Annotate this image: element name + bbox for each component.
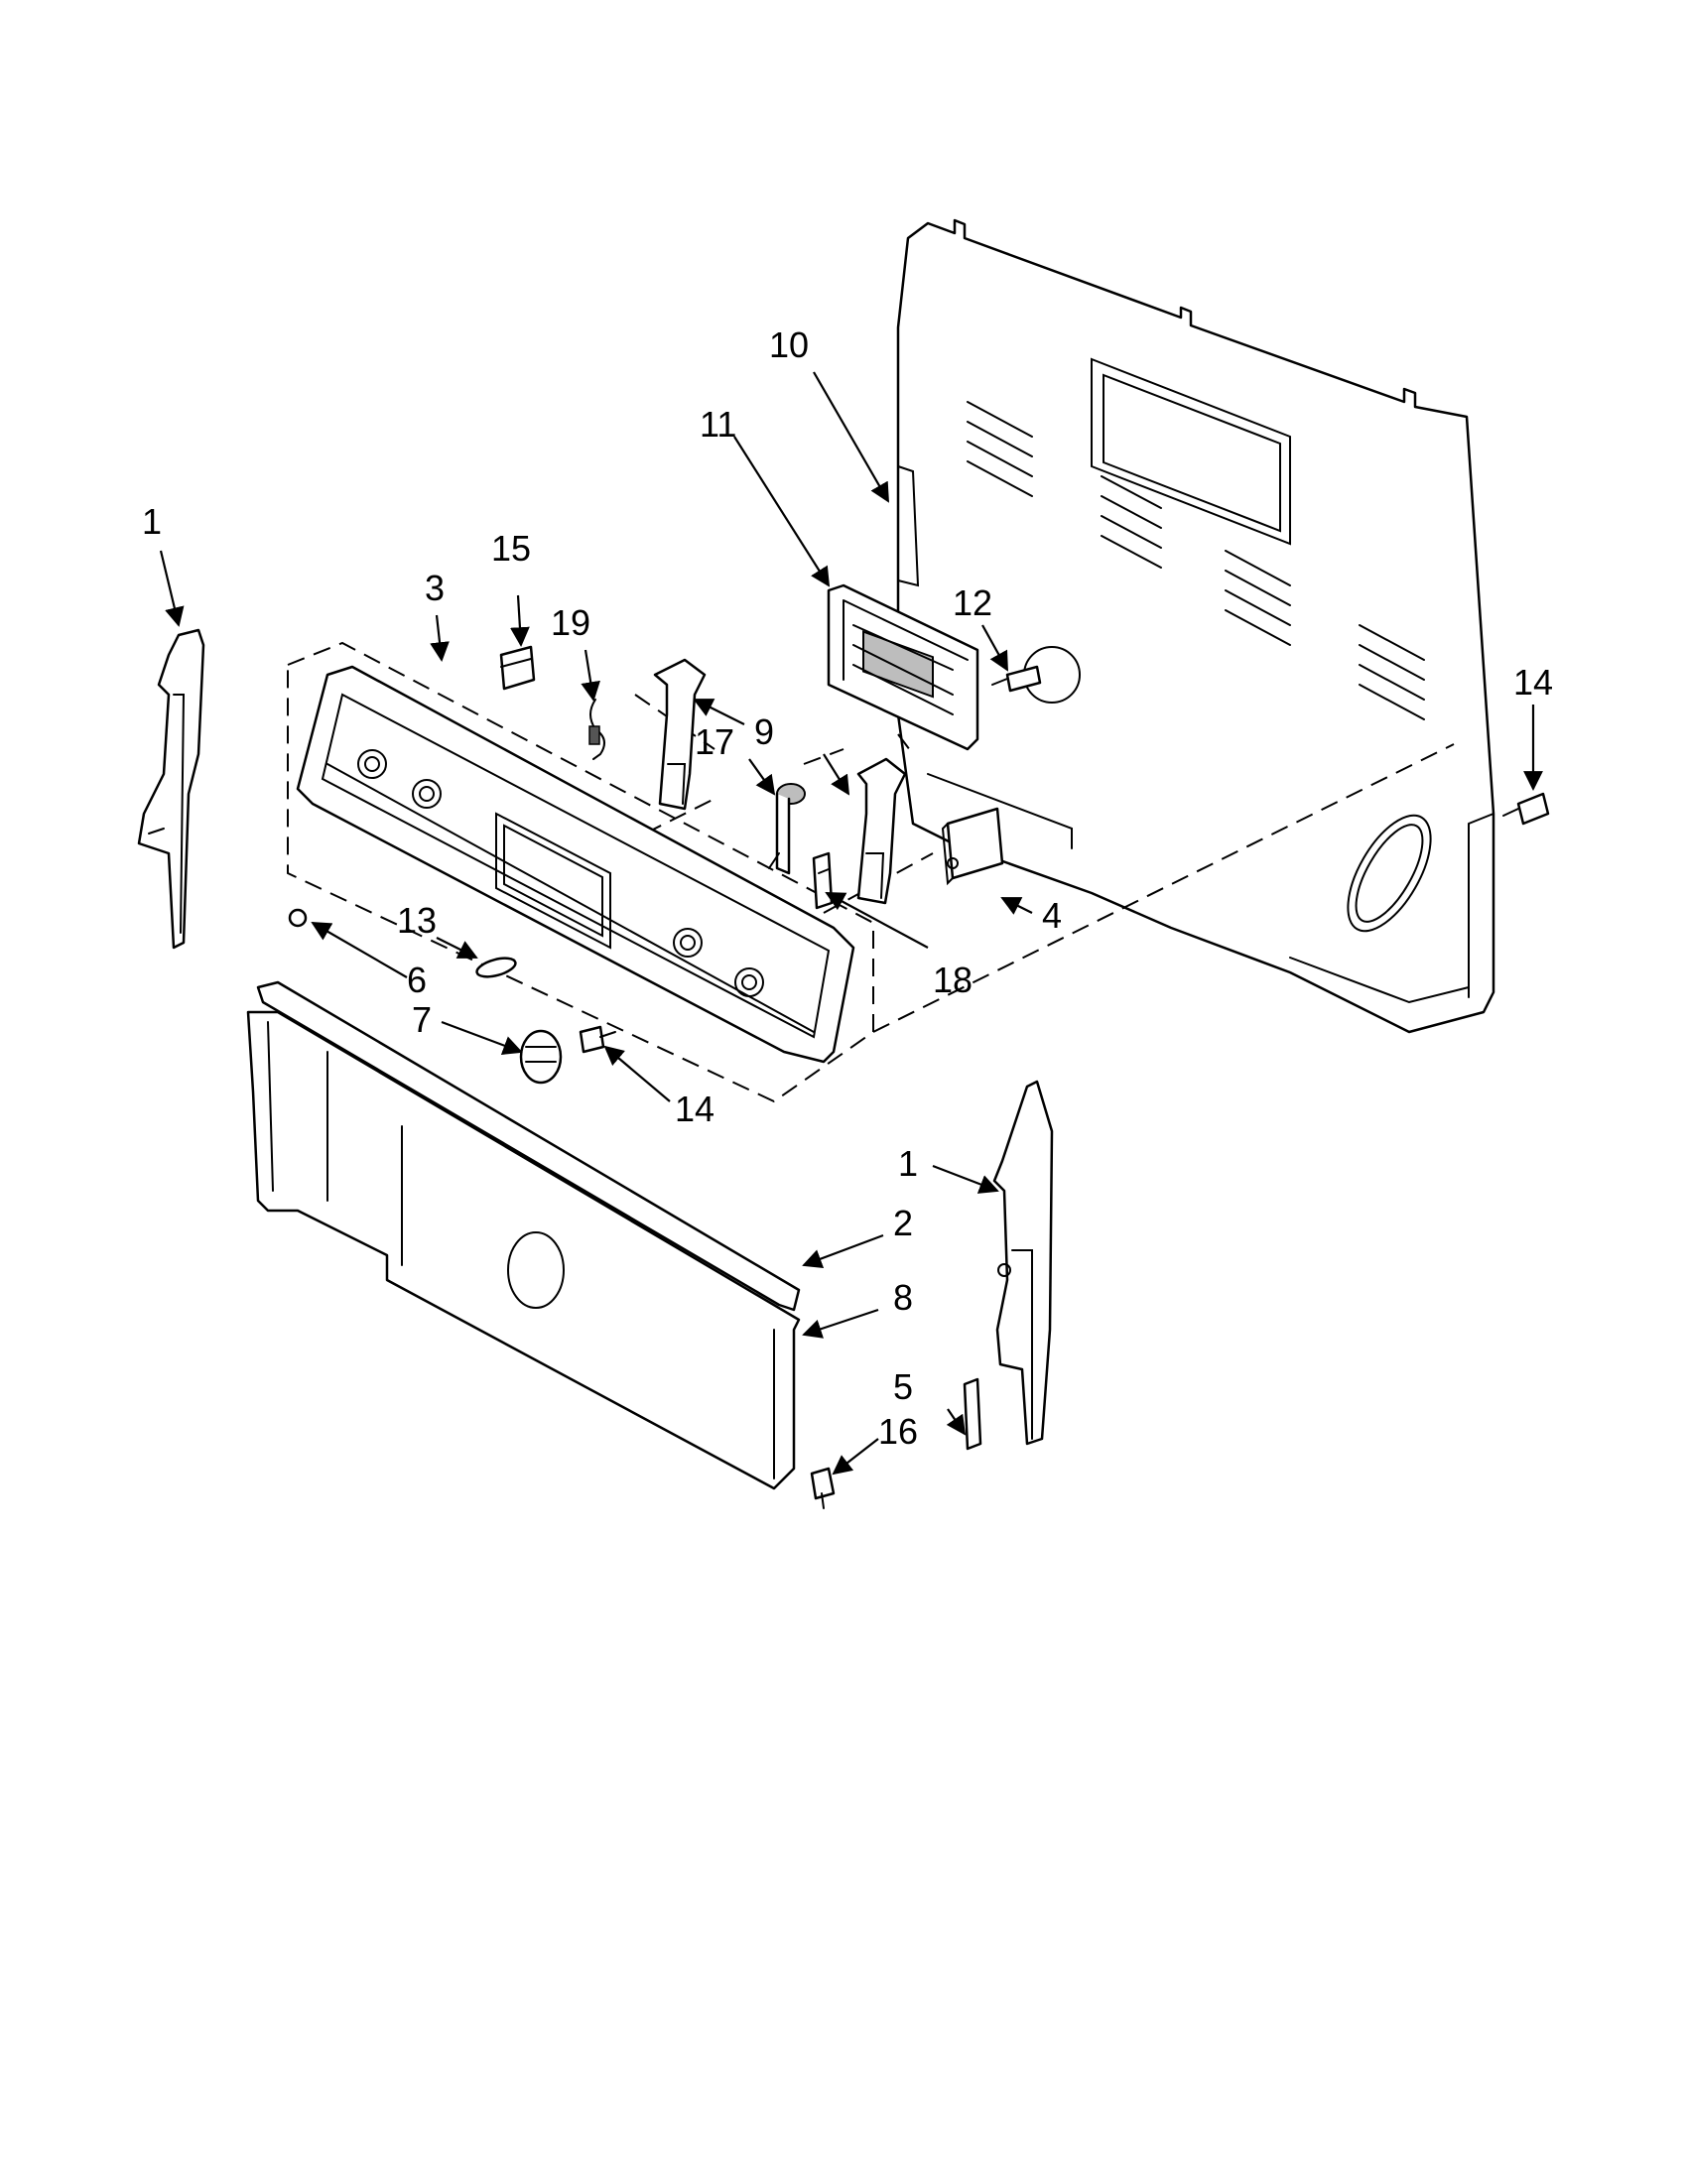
callout-9: 9 [754,711,774,752]
lens-13 [475,957,517,978]
vent-slots-3 [1225,550,1291,646]
knob-hole-2 [412,779,442,809]
callout-11: 11 [700,404,736,445]
knob-7 [519,1029,563,1085]
callout-16: 16 [878,1411,918,1452]
callout-1-left: 1 [142,501,162,542]
callout-8: 8 [893,1277,913,1318]
callout-7: 7 [412,999,432,1040]
overlay-15 [499,645,536,691]
vent-slots-2 [1101,475,1162,569]
leader-dash-6 [897,733,914,755]
callout-4: 4 [1042,895,1062,936]
trim-piece-9-right [856,757,907,905]
assembly-outline [287,641,874,1103]
screw-16 [810,1467,836,1509]
callout-14-right: 14 [1513,662,1553,703]
callout-3: 3 [425,568,445,608]
screw-14-front [579,1025,616,1054]
trim-piece-9-left [653,658,707,811]
screw-14-right [1502,792,1550,826]
manifold-panel [246,1010,801,1490]
callout-6: 6 [407,960,427,1000]
trim-bracket [256,980,801,1312]
control-panel [296,665,855,1064]
callout-15: 15 [491,528,531,569]
leader-dash-2 [634,694,715,750]
vent-slots-4 [1359,624,1425,720]
callout-17: 17 [695,721,734,762]
clip-5 [963,1377,982,1451]
leader-dash-4 [803,748,844,765]
switch-4 [941,807,1004,886]
callout-labels: 1 1 2 3 4 5 6 7 8 9 10 11 12 13 14 14 15… [142,324,1553,1452]
leader-lines [159,371,1543,1476]
callout-5: 5 [893,1366,913,1407]
leader-dash-3 [644,798,715,835]
wire-harness-19 [588,699,605,760]
knob-hole-1 [357,749,387,779]
end-cap-left [137,628,205,950]
callout-2: 2 [893,1203,913,1243]
callout-18: 18 [933,960,973,1000]
callout-13: 13 [397,900,437,941]
screw-6 [288,908,308,928]
leader-dash-1 [872,743,1455,1033]
indicator-18 [812,851,834,910]
callout-19: 19 [551,602,590,643]
knob-hole-4 [734,967,764,997]
igniter-switch-17 [768,783,806,875]
callout-14-front: 14 [675,1089,714,1129]
callout-1-right: 1 [898,1143,918,1184]
electronic-control-board [827,583,979,751]
knob-hole-3 [673,928,703,958]
callout-12: 12 [953,582,992,623]
screw-12 [991,665,1042,693]
rear-panel [896,218,1495,1034]
callout-10: 10 [769,324,809,365]
vent-slots-1 [967,401,1033,497]
end-cap-right [992,1080,1054,1446]
